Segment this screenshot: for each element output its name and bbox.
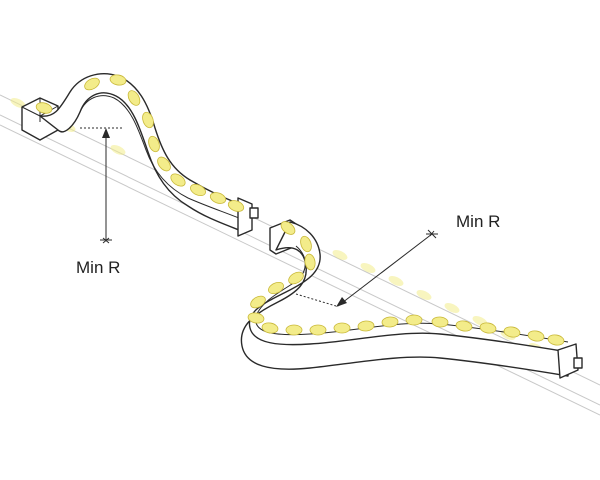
led-dot (405, 314, 423, 326)
led-dot (280, 221, 296, 235)
led-dot (109, 74, 127, 86)
right-bent-strip (240, 219, 583, 379)
led-dot (127, 90, 141, 106)
led-dot (416, 290, 432, 300)
led-dot (110, 145, 126, 155)
led-dot (333, 322, 351, 334)
led-dot (503, 326, 521, 338)
led-dot (357, 320, 375, 332)
led-dot (300, 235, 312, 253)
led-dot (190, 183, 206, 197)
led-dot (247, 312, 265, 324)
led-dot (381, 316, 399, 328)
led-dot (388, 276, 404, 286)
led-dot (157, 156, 171, 172)
left-bent-strip (21, 73, 259, 237)
right-strip-end-cap (557, 343, 579, 379)
led-dot (10, 98, 26, 108)
led-dot (547, 334, 565, 346)
led-dot (309, 324, 327, 336)
led-dot (35, 102, 53, 114)
right-led-row (247, 221, 565, 346)
connector-pin (249, 207, 259, 219)
left-radius-dimension: Min R (76, 127, 122, 277)
led-dot (431, 316, 449, 328)
led-dot (527, 330, 545, 342)
connector-pin-right (573, 357, 583, 369)
right-strip-body (240, 221, 569, 377)
led-dot (304, 253, 316, 271)
led-dot (148, 135, 160, 153)
led-dot (288, 271, 304, 285)
led-dot (479, 322, 497, 334)
led-dot (84, 77, 100, 91)
left-min-r-label: Min R (76, 258, 120, 277)
led-dot (170, 173, 186, 187)
led-dot (455, 320, 473, 332)
led-dot (360, 263, 376, 273)
led-dot (250, 295, 266, 309)
led-dot (268, 281, 284, 295)
led-dot (142, 111, 154, 129)
led-dot (444, 303, 460, 313)
led-dot (261, 322, 279, 334)
left-led-row (35, 74, 245, 212)
right-min-r-label: Min R (456, 212, 500, 231)
led-dot (209, 192, 227, 204)
dimension-arrow-right (337, 233, 433, 307)
led-dot (227, 200, 245, 212)
led-dot (332, 250, 348, 260)
led-dot (285, 324, 303, 336)
right-radius-dimension: Min R (295, 212, 500, 307)
